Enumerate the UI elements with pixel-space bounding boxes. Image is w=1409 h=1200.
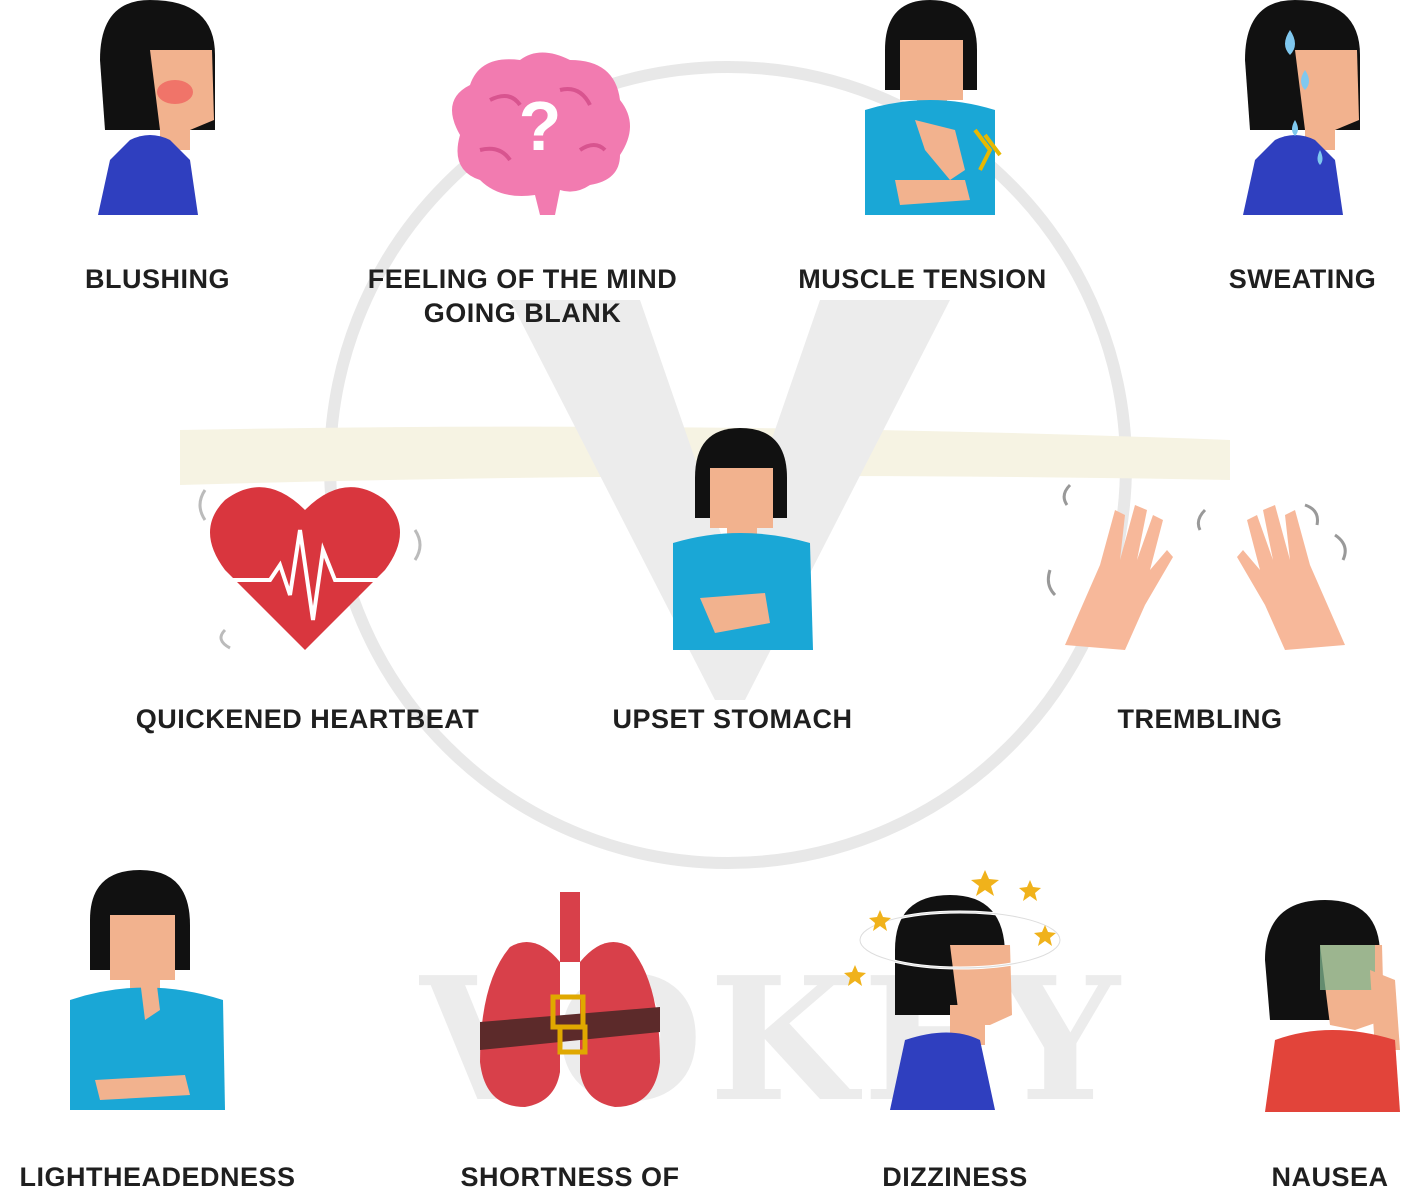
symptom-label-lightheadedness: LIGHTHEADEDNESS — [19, 1162, 296, 1192]
belted-lungs-icon — [480, 892, 660, 1107]
svg-text:?: ? — [519, 87, 562, 165]
symptom-label-trembling: TREMBLING — [1117, 704, 1283, 734]
symptom-label-muscle-tension: MUSCLE TENSION — [798, 264, 1047, 294]
symptom-label-mind-blank: FEELING OF THE MIND GOING BLANK — [367, 264, 678, 328]
lightheaded-woman-icon — [70, 870, 225, 1110]
symptom-label-nausea: NAUSEA — [1271, 1162, 1389, 1192]
dizzy-woman-icon — [844, 870, 1062, 1110]
trembling-hands-icon — [1046, 483, 1347, 650]
symptom-label-shortness-of: SHORTNESS OF — [460, 1162, 680, 1192]
upset-stomach-woman-icon — [673, 428, 813, 650]
symptom-label-blushing: BLUSHING — [85, 264, 230, 294]
symptom-label-quickened-heartbeat: QUICKENED HEARTBEAT — [135, 704, 480, 734]
muscle-tension-woman-icon — [865, 0, 1002, 215]
blushing-woman-icon — [98, 0, 215, 215]
brain-question-icon: ? — [452, 52, 630, 215]
sweating-woman-icon — [1243, 0, 1360, 215]
symptom-label-dizziness: DIZZINESS — [882, 1162, 1028, 1192]
symptom-label-upset-stomach: UPSET STOMACH — [612, 704, 853, 734]
symptom-label-sweating: SWEATING — [1228, 264, 1377, 294]
heartbeat-icon — [198, 487, 422, 650]
nauseous-woman-icon — [1265, 900, 1400, 1112]
